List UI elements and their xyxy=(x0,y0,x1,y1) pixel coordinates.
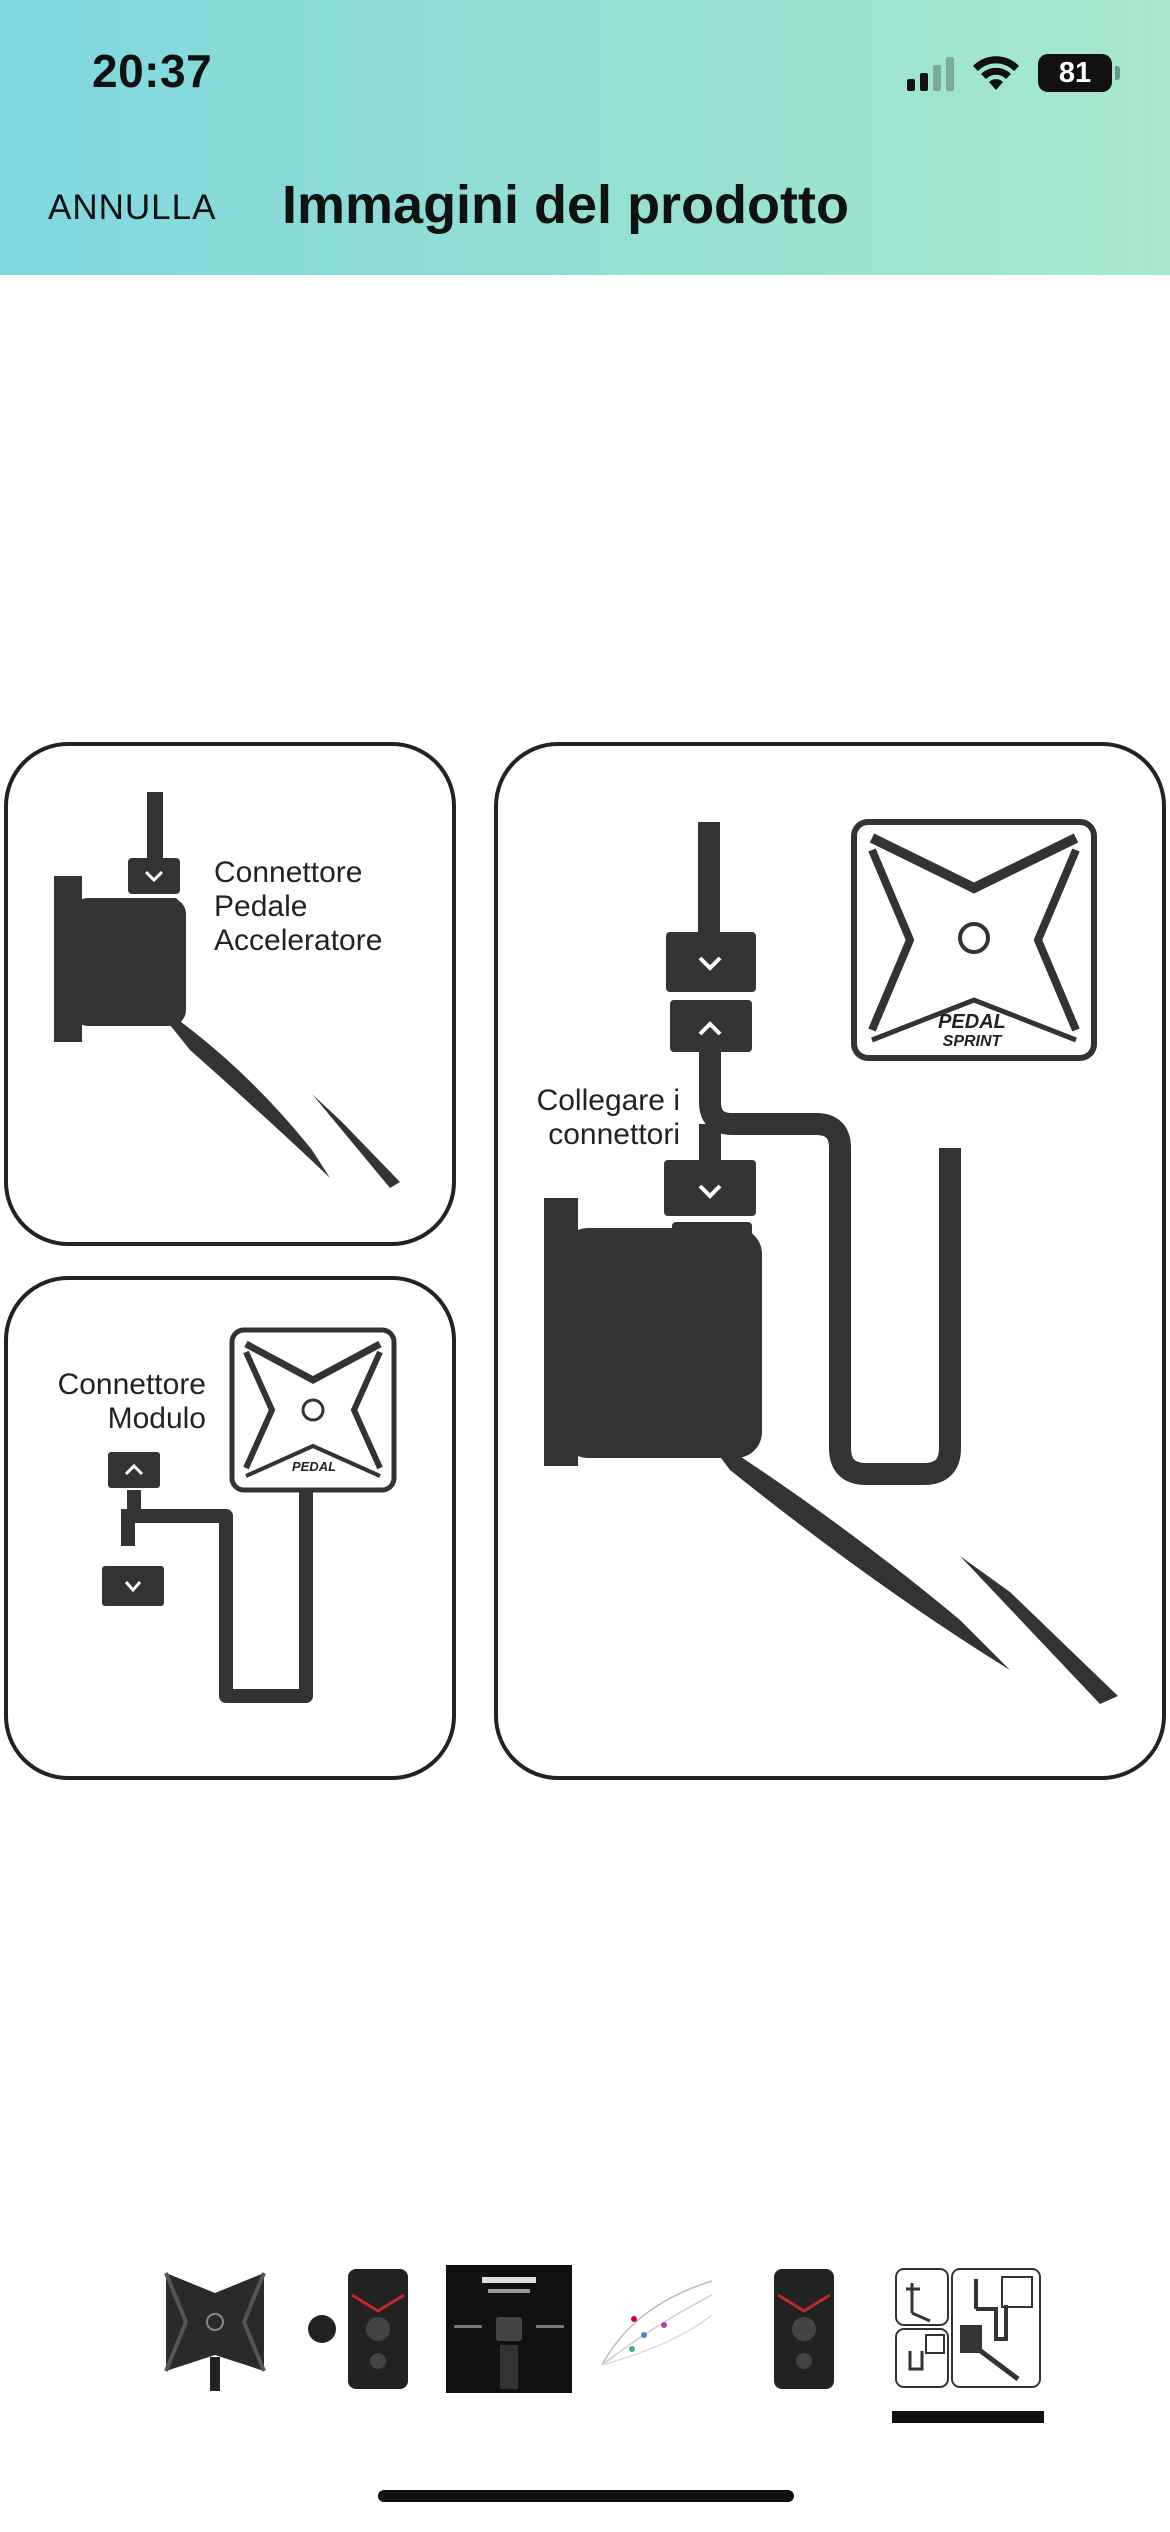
label-pedal-connector-3: Acceleratore xyxy=(214,924,382,957)
thumbnail-module-front[interactable] xyxy=(152,2265,278,2393)
label-pedal-connector-2: Pedale xyxy=(214,890,307,923)
status-time: 20:37 xyxy=(92,45,213,97)
thumbnail-strip xyxy=(140,2265,1044,2435)
thumbnail-technology-sheet[interactable] xyxy=(446,2265,572,2393)
module-illustration-small: PEDAL xyxy=(102,1327,397,1703)
thumbnail-phone-app-2[interactable] xyxy=(740,2265,866,2393)
status-icons: 81 xyxy=(907,50,1120,96)
brand-wordmark-sprint: SPRINT xyxy=(943,1033,1003,1050)
product-image-main[interactable]: Connettore Pedale Acceleratore PEDAL Con… xyxy=(0,730,1170,1790)
battery-icon: 81 xyxy=(1038,54,1120,92)
thumbnail-installation-diagram[interactable] xyxy=(892,2265,1044,2393)
header-bar: 20:37 81 ANNULLA Immagini del prodotto xyxy=(0,0,1170,275)
pedal-illustration-small xyxy=(54,792,400,1188)
cancel-button[interactable]: ANNULLA xyxy=(48,188,217,227)
label-module-connector-2: Modulo xyxy=(108,1402,206,1435)
selected-thumbnail-indicator xyxy=(892,2411,1044,2423)
thumbnail-response-curve-chart[interactable] xyxy=(594,2265,720,2393)
label-connect-2: connettori xyxy=(548,1118,680,1151)
page-title: Immagini del prodotto xyxy=(282,175,849,235)
thumbnail-phone-app[interactable] xyxy=(300,2265,426,2393)
label-module-connector-1: Connettore xyxy=(58,1368,206,1401)
home-indicator[interactable] xyxy=(378,2490,794,2502)
brand-wordmark-small: PEDAL xyxy=(292,1459,336,1474)
panel-accelerator xyxy=(4,742,456,1246)
label-pedal-connector-1: Connettore xyxy=(214,856,362,889)
label-connect-1: Collegare i xyxy=(537,1084,680,1117)
cellular-signal-icon xyxy=(907,55,954,91)
connection-illustration xyxy=(544,819,1118,1704)
wifi-icon xyxy=(973,56,1019,90)
brand-wordmark-pedal: PEDAL xyxy=(938,1011,1006,1033)
